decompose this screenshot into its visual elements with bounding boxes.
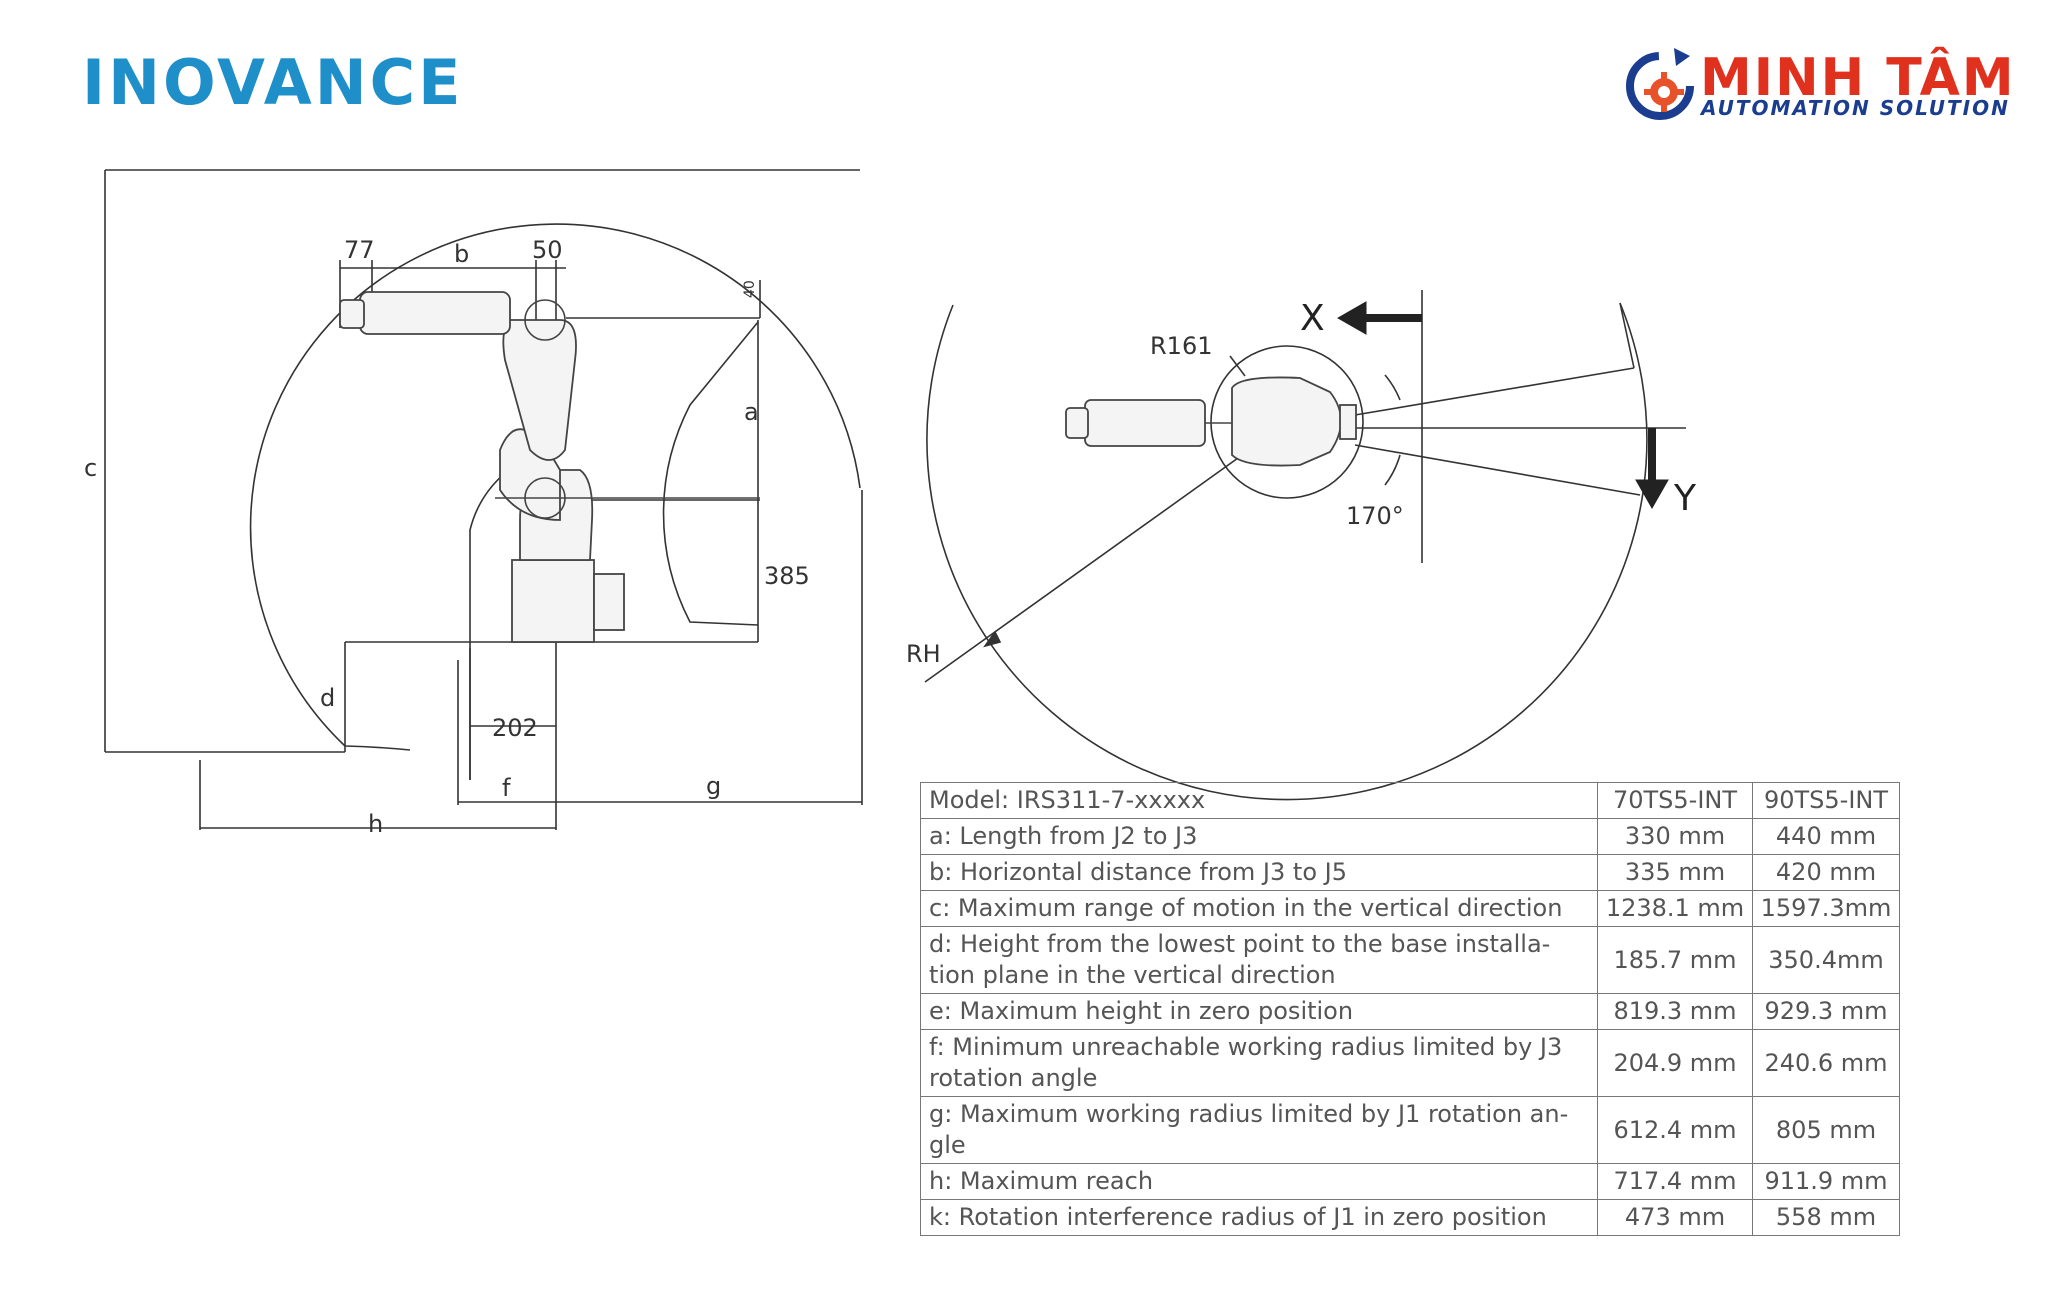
inovance-logo: INOVANCE bbox=[82, 46, 464, 119]
dim-50: 50 bbox=[532, 236, 563, 264]
minhtam-logo-tagline: AUTOMATION SOLUTION bbox=[1701, 96, 2010, 120]
dim-f: f bbox=[502, 774, 511, 802]
table-row: c: Maximum range of motion in the vertic… bbox=[920, 890, 1900, 927]
dim-170-deg: 170° bbox=[1346, 502, 1404, 530]
dim-d: d bbox=[320, 684, 335, 712]
table-row: k: Rotation interference radius of J1 in… bbox=[920, 1199, 1900, 1236]
table-row: g: Maximum working radius limited by J1 … bbox=[920, 1096, 1900, 1164]
table-row: h: Maximum reach 717.4 mm 911.9 mm bbox=[920, 1163, 1900, 1200]
dim-rh: RH bbox=[906, 640, 941, 668]
table-header-col2: 90TS5-INT bbox=[1752, 782, 1900, 819]
table-row: d: Height from the lowest point to the b… bbox=[920, 926, 1900, 994]
table-header-row: Model: IRS311-7-xxxxx 70TS5-INT 90TS5-IN… bbox=[920, 782, 1900, 819]
dim-c: c bbox=[84, 454, 97, 482]
dim-77: 77 bbox=[344, 236, 375, 264]
dim-g: g bbox=[706, 772, 721, 800]
side-envelope-outer bbox=[249, 223, 861, 751]
table-row: e: Maximum height in zero position 819.3… bbox=[920, 993, 1900, 1030]
dim-b: b bbox=[454, 240, 469, 268]
table-row: a: Length from J2 to J3 330 mm 440 mm bbox=[920, 818, 1900, 855]
dim-r161: R161 bbox=[1150, 332, 1212, 360]
table-row: b: Horizontal distance from J3 to J5 335… bbox=[920, 854, 1900, 891]
top-inner-circle bbox=[1210, 345, 1364, 499]
spec-table: Model: IRS311-7-xxxxx 70TS5-INT 90TS5-IN… bbox=[920, 782, 1900, 1236]
dim-40: 40 bbox=[742, 280, 758, 298]
dim-a: a bbox=[744, 398, 759, 426]
axis-x-label: X bbox=[1300, 298, 1325, 339]
dim-385: 385 bbox=[764, 562, 810, 590]
minhtam-logo-name: MINH TÂM bbox=[1700, 48, 2016, 108]
dim-h: h bbox=[368, 810, 383, 838]
side-envelope-inner bbox=[662, 321, 759, 626]
dim-202: 202 bbox=[492, 714, 538, 742]
table-header-col1: 70TS5-INT bbox=[1596, 782, 1754, 819]
table-header-model: Model: IRS311-7-xxxxx bbox=[920, 782, 1598, 819]
axis-y-label: Y bbox=[1673, 478, 1697, 519]
table-row: f: Minimum unreachable working radius li… bbox=[920, 1029, 1900, 1097]
minhtam-gear-icon bbox=[1626, 48, 1694, 120]
